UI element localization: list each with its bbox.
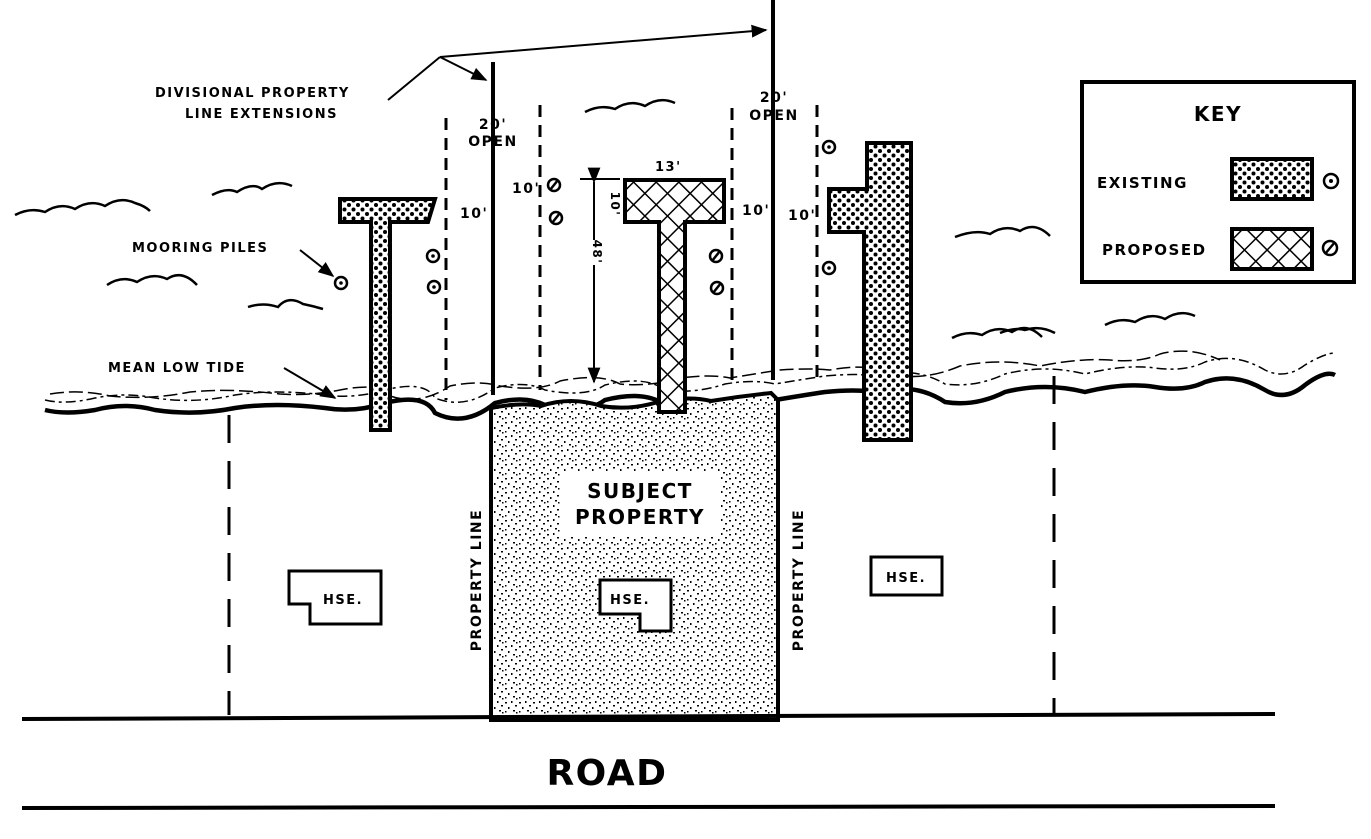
dock-length-dimension <box>580 167 620 384</box>
open-left-label: OPEN <box>468 134 517 150</box>
right-setback-2: 10' <box>788 208 816 224</box>
left-setback-1: 10' <box>460 206 488 222</box>
road-edge-bottom <box>21 804 1276 810</box>
legend-existing-label: EXISTING <box>1097 174 1188 192</box>
legend-title: KEY <box>1194 102 1242 126</box>
subject-label-backdrop <box>560 472 720 536</box>
legend-proposed-pile-icon <box>1321 239 1339 257</box>
right-setback-1: 10' <box>742 203 770 219</box>
subject-property-parcel <box>489 390 780 722</box>
house-subject-label: HSE. <box>610 593 650 608</box>
property-line-label-left: PROPERTY LINE <box>469 509 485 651</box>
road-edge-top <box>21 712 1276 721</box>
left-setback-2: 10' <box>512 181 540 197</box>
open-right-dimension: 20' <box>760 90 788 106</box>
house-left-label: HSE. <box>323 593 363 608</box>
water-ripples <box>14 98 1196 340</box>
mean-low-tide-leader <box>283 367 337 399</box>
proposed-dock <box>623 178 726 414</box>
open-right-label: OPEN <box>749 108 798 124</box>
existing-dock-left <box>338 197 438 432</box>
divisional-line-extensions <box>491 0 775 395</box>
subject-property-label-1: SUBJECT <box>587 479 693 503</box>
open-left-dimension: 20' <box>479 117 507 133</box>
dock-head-width: 13' <box>655 160 682 175</box>
mooring-piles-label: MOORING PILES <box>132 241 268 256</box>
divisional-line-leader <box>387 24 768 101</box>
existing-dock-right <box>827 141 913 442</box>
house-right-label: HSE. <box>886 571 926 586</box>
setback-lines <box>444 105 819 400</box>
proposed-mooring-piles <box>546 177 725 296</box>
property-line-label-right: PROPERTY LINE <box>791 509 807 651</box>
divisional-line-label-2: LINE EXTENSIONS <box>185 107 338 122</box>
lot-divider-lines <box>227 376 1056 715</box>
house-left <box>287 569 383 626</box>
legend-proposed-swatch <box>1230 227 1314 271</box>
house-subject <box>598 578 673 633</box>
legend-key <box>1080 80 1356 284</box>
mooring-piles-leader <box>299 249 335 277</box>
legend-existing-pile-icon <box>1322 172 1340 190</box>
house-right <box>869 555 944 597</box>
legend-existing-swatch <box>1230 157 1314 201</box>
dock-length: 48' <box>590 240 604 265</box>
mean-low-tide-label: MEAN LOW TIDE <box>108 361 246 376</box>
subject-property-label-2: PROPERTY <box>575 505 705 529</box>
divisional-line-label-1: DIVISIONAL PROPERTY <box>155 86 350 101</box>
legend-proposed-label: PROPOSED <box>1102 241 1207 259</box>
existing-mooring-piles <box>333 139 837 295</box>
dock-head-depth: 10' <box>608 192 622 217</box>
road-label: ROAD <box>546 753 667 794</box>
